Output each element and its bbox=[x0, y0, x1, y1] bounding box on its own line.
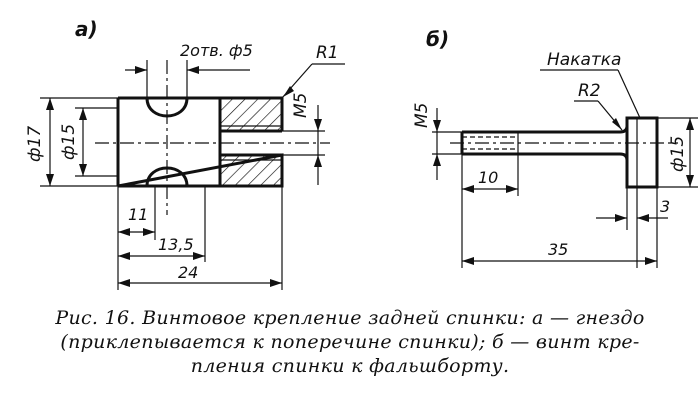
outer-diameter-label: ф17 bbox=[25, 126, 45, 162]
figure-caption: Рис. 16. Винтовое крепление задней спинк… bbox=[0, 306, 700, 378]
knurl-label: Накатка bbox=[547, 50, 621, 70]
screw-thread-label: М5 bbox=[412, 103, 432, 128]
caption-line-3: пления спинки к фальшборту. bbox=[190, 355, 510, 377]
inner-diameter-label: ф15 bbox=[59, 124, 79, 160]
dim-35-label: 35 bbox=[548, 240, 568, 259]
figure-a-socket bbox=[40, 60, 345, 290]
dim-13-5-label: 13,5 bbox=[158, 235, 194, 254]
figure-b-screw bbox=[432, 69, 698, 268]
caption-line-1: Рис. 16. Винтовое крепление задней спинк… bbox=[55, 307, 645, 329]
dim-24-label: 24 bbox=[178, 263, 198, 282]
figure-a-panel-label: а) bbox=[75, 17, 98, 41]
figure-b-panel-label: б) bbox=[426, 27, 449, 51]
socket-thread-label: М5 bbox=[291, 93, 311, 118]
dim-11-label: 11 bbox=[128, 205, 148, 224]
head-diameter-label: ф15 bbox=[668, 136, 688, 172]
holes-label: 2отв. ф5 bbox=[180, 41, 253, 60]
dim-3-label: 3 bbox=[660, 197, 670, 216]
screw-head bbox=[625, 116, 659, 189]
socket-radius-label: R1 bbox=[316, 43, 339, 63]
dim-10-label: 10 bbox=[478, 168, 498, 187]
screw-radius-label: R2 bbox=[578, 81, 601, 101]
caption-line-2: (приклепывается к поперечине спинки); б … bbox=[60, 331, 640, 353]
